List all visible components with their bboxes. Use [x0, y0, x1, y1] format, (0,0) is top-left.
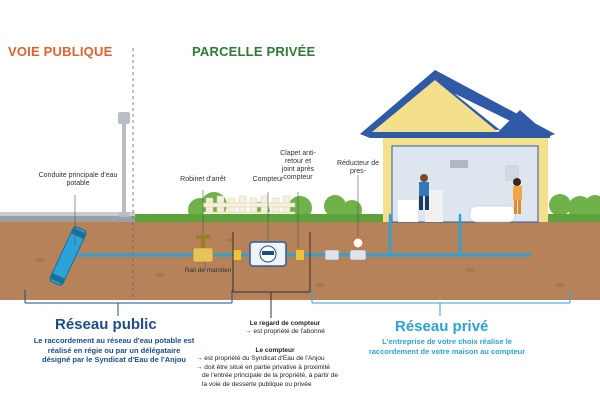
label-stop-valve: Robinet d'arrêt: [180, 176, 226, 183]
meter-info: Le regard de compteur → est propriété de…: [225, 320, 345, 337]
private-network-line: raccordement de votre maison au compteur: [368, 346, 526, 356]
meter-line: → est propriété du Syndicat d'Eau de l'A…: [196, 355, 325, 363]
private-network-title: Réseau privé: [395, 318, 489, 335]
meter-details: Le compteur → est propriété du Syndicat …: [196, 347, 354, 389]
manhole-line: → est propriété de l'abonné: [245, 328, 325, 336]
label-check-valve: Clapet anti-retour et joint après compte…: [280, 150, 316, 181]
manhole-title: Le regard de compteur: [249, 320, 321, 327]
public-network-text: Le raccordement au réseau d'eau potable …: [8, 336, 220, 365]
header-private-parcel: PARCELLE PRIVÉE: [192, 44, 316, 59]
soil: [0, 222, 600, 300]
public-network-title: Réseau public: [55, 316, 157, 333]
public-network-line: Le raccordement au réseau d'eau potable …: [33, 336, 195, 345]
leader-lines: [74, 175, 359, 270]
meter-title: Le compteur: [255, 347, 295, 354]
header-public-road: VOIE PUBLIQUE: [8, 44, 113, 59]
manhole-bracket: [232, 232, 311, 318]
stop-valve: [192, 235, 214, 263]
check-valve: [324, 249, 340, 261]
public-network-line: désigné par le Syndicat d'Eau de l'Anjou: [41, 355, 186, 364]
fitting: [233, 250, 241, 260]
meter-line: → doit être situé en partie privative à …: [196, 363, 331, 371]
road: [0, 215, 135, 223]
fitting: [296, 250, 304, 260]
grass: [135, 214, 600, 222]
public-bracket: [24, 290, 233, 316]
label-meter: Compteur: [252, 176, 284, 183]
meter-device: [249, 241, 287, 267]
public-network-line: réalisé en régie ou par un délégataire: [47, 345, 181, 355]
label-holding-rail: Rail de maintien: [184, 267, 232, 274]
house: [360, 70, 555, 223]
private-network-text: L'entreprise de votre choix réalise le r…: [352, 337, 542, 356]
label-main-pipe: Conduite principale d'eau potable: [38, 172, 118, 187]
label-pressure-reducer: Réducteur de pres-: [336, 160, 380, 175]
street-lamp: [118, 112, 130, 217]
private-network-line: L'entreprise de votre choix réalise le: [382, 337, 512, 346]
private-bracket: [311, 290, 571, 316]
meter-line: de l'entrée principale de la propriété, …: [202, 372, 339, 380]
meter-line: la voie de desserte publique ou privée: [202, 380, 312, 388]
pressure-reducer: [349, 237, 367, 261]
